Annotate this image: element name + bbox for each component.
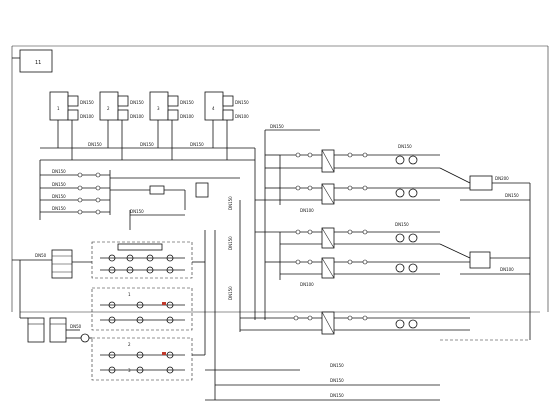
manifold-label: DN150 (52, 206, 66, 211)
header-label: DN150 (270, 124, 284, 129)
chiller-pipe-label: DN100 (80, 114, 94, 119)
header-label: DN150 (190, 142, 204, 147)
right-end-label: DN150 (505, 193, 519, 198)
central-risers: DN150 DN150 DN150 (228, 154, 280, 300)
left-riser-label: DN50 (70, 324, 82, 329)
chiller-pipe-label: DN150 (130, 100, 144, 105)
chiller-2: 2 DN150 DN100 (99, 91, 144, 160)
pump-feed-lines: DN150 DN150 DN150 (192, 183, 531, 401)
chiller-pipe-label: DN100 (235, 114, 249, 119)
zone-middle-right: DN150 DN100 DN100 (279, 222, 530, 287)
bottom-pipe-label: DN150 (330, 378, 344, 383)
pump-group-label: 3 (128, 368, 131, 373)
manifold-label: DN150 (52, 194, 66, 199)
zone-lower-right (239, 300, 470, 335)
bottom-pipe-label: DN150 (330, 363, 344, 368)
zone-upper-right: DN150 DN100 DN200 DN150 (279, 144, 530, 213)
chiller-3: 3 DN150 DN100 (149, 91, 194, 160)
left-riser-label: DN50 (35, 253, 47, 258)
chiller-pipe-label: DN150 (235, 100, 249, 105)
riser-label: DN150 (228, 196, 233, 210)
chiller-pipe-label: DN100 (180, 114, 194, 119)
tank-label: 11 (35, 60, 41, 66)
chiller-group: 1 DN150 DN100 2 DN150 DN100 3 DN150 DN10… (49, 91, 249, 160)
zone-label: DN100 (300, 208, 314, 213)
manifold-label: DN150 (52, 169, 66, 174)
pump-group-label: 2 (128, 342, 131, 347)
chiller-pipe-label: DN150 (180, 100, 194, 105)
bottom-pipe-label: DN150 (330, 393, 344, 398)
chiller-label: 3 (157, 106, 160, 111)
right-end-label: DN100 (500, 267, 514, 272)
left-equipment: DN50 DN50 (12, 249, 92, 343)
riser-label: DN150 (228, 236, 233, 250)
outer-frame (11, 45, 549, 313)
left-manifold: DN150 DN150 DN150 DN150 DN150 (39, 160, 240, 230)
chiller-label: 1 (57, 106, 60, 111)
pump-group-label: 1 (128, 292, 131, 297)
chiller-4: 4 DN150 DN100 (204, 91, 249, 160)
expansion-tank: 11 (12, 49, 53, 73)
chiller-label: 4 (212, 106, 215, 111)
zone-label: DN150 (398, 144, 412, 149)
riser-label: DN150 (228, 286, 233, 300)
chiller-pipe-label: DN100 (130, 114, 144, 119)
header-label: DN150 (140, 142, 154, 147)
header-label: DN150 (88, 142, 102, 147)
chiller-1: 1 DN150 DN100 (49, 91, 94, 160)
manifold-label: DN150 (130, 209, 144, 214)
chiller-label: 2 (107, 106, 110, 111)
pump-station: 1 2 3 (91, 241, 193, 381)
zone-label: DN150 (395, 222, 409, 227)
zone-label: DN100 (300, 282, 314, 287)
manifold-label: DN150 (52, 182, 66, 187)
chiller-pipe-label: DN150 (80, 100, 94, 105)
chiller-headers: DN150 DN150 DN150 DN150 (40, 124, 320, 320)
right-end-label: DN200 (495, 176, 509, 181)
